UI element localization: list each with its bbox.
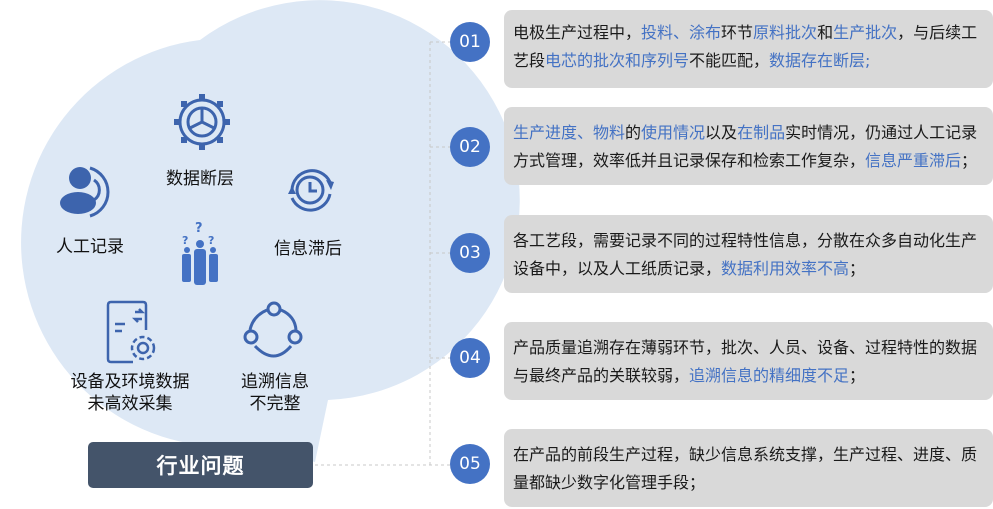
svg-text:?: ?: [195, 221, 203, 236]
issue-description-box: 在产品的前段生产过程，缺少信息系统支撑，生产过程、进度、质量都缺少数字化管理手段…: [504, 429, 993, 507]
issue-description-box: 电极生产过程中，投料、涂布环节原料批次和生产批次，与后续工艺段电芯的批次和序列号…: [504, 10, 993, 88]
issue-number-badge: 05: [450, 444, 490, 484]
label-line-2: 不完整: [249, 394, 301, 414]
issue-text: ，与后续工艺段: [513, 23, 978, 70]
highlighted-text: 投料、涂布: [641, 23, 722, 42]
gear-broken-icon: [174, 94, 230, 150]
highlighted-text: 数据利用效率不高: [721, 259, 850, 278]
issue-number-badge: 01: [450, 22, 490, 62]
user-icon: [60, 166, 110, 218]
industry-problems-banner: 行业问题: [88, 442, 313, 488]
label-line-1: 追溯信息: [241, 372, 309, 392]
highlighted-text: 追溯信息的精细度不足: [689, 366, 850, 385]
highlighted-text: 生产进度、物料: [513, 123, 626, 142]
issue-number-badge: 04: [450, 338, 490, 378]
issue-text: 电极生产过程中，: [513, 23, 642, 42]
highlighted-text: 信息严重滞后: [865, 151, 962, 170]
issue-text: 实时情况，仍通过人工记录方式管理，效率低并且记录保存和检索工作复杂，: [513, 123, 978, 170]
issue-description-box: 生产进度、物料的使用情况以及在制品实时情况，仍通过人工记录方式管理，效率低并且记…: [504, 107, 993, 185]
highlighted-text: 在制品: [737, 123, 786, 142]
document-gear-icon: [106, 300, 156, 364]
issue-description-box: 产品质量追溯存在薄弱环节，批次、人员、设备、过程特性的数据与最终产品的关联较弱，…: [504, 322, 993, 400]
label-line-2: 未高效采集: [87, 394, 173, 414]
cycle-nodes-icon: [243, 301, 303, 358]
highlighted-text: 使用情况: [641, 123, 706, 142]
issue-text: 产品质量追溯存在薄弱环节，批次、人员、设备、过程特性的数据与最终产品的关联较弱，: [513, 338, 978, 385]
label-line-1: 设备及环境数据: [70, 372, 190, 392]
issue-text: 不能匹配，: [689, 51, 770, 70]
confused-people-icon: ???: [182, 221, 218, 285]
issue-text: ；: [849, 259, 866, 278]
issue-text: 在产品的前段生产过程，缺少信息系统支撑，生产过程、进度、质量都缺少数字化管理手段…: [513, 445, 978, 492]
highlighted-text: 原料批次: [753, 23, 818, 42]
svg-text:?: ?: [182, 234, 188, 247]
connector-lines: [315, 41, 450, 466]
item-label-traceability: 追溯信息 不完整: [225, 371, 325, 415]
issue-text: ；: [849, 366, 866, 385]
svg-text:?: ?: [208, 234, 214, 247]
clock-refresh-icon: [288, 169, 334, 212]
issue-number-badge: 02: [450, 127, 490, 167]
issue-text: 的: [625, 123, 642, 142]
issue-text: 和: [817, 23, 834, 42]
item-label-manual-record: 人工记录: [56, 237, 124, 257]
item-label-info-lag: 信息滞后: [274, 239, 342, 259]
item-label-data-fault: 数据断层: [166, 169, 234, 189]
highlighted-text: 电芯的批次和序列号: [545, 51, 690, 70]
issue-text: 以及: [705, 123, 738, 142]
issue-number-badge: 03: [450, 233, 490, 273]
item-label-equipment-data: 设备及环境数据 未高效采集: [60, 371, 200, 415]
speech-bubble: [21, 0, 520, 463]
issue-description-box: 各工艺段，需要记录不同的过程特性信息，分散在众多自动化生产设备中，以及人工纸质记…: [504, 215, 993, 293]
highlighted-text: 生产批次: [833, 23, 898, 42]
issue-text: 各工艺段，需要记录不同的过程特性信息，分散在众多自动化生产设备中，以及人工纸质记…: [513, 231, 978, 278]
issue-text: ；: [961, 151, 978, 170]
highlighted-text: 数据存在断层;: [769, 51, 871, 70]
issue-text: 环节: [721, 23, 754, 42]
